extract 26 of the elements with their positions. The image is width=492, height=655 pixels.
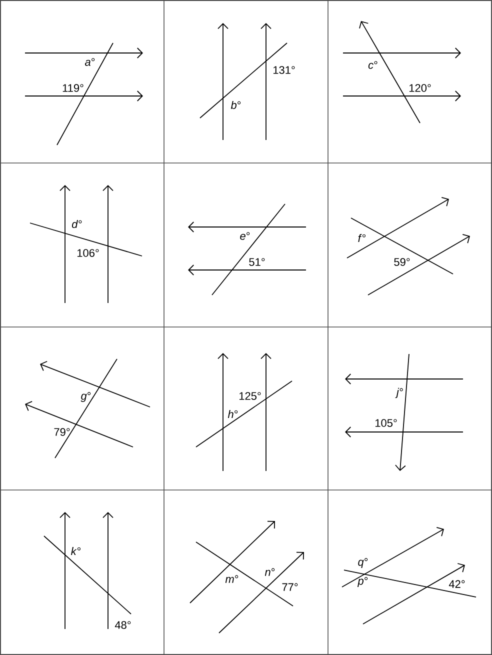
angle-label: n° <box>264 568 275 576</box>
angle-label: h° <box>228 410 238 418</box>
angle-label: 48° <box>114 621 131 629</box>
angle-label: 42° <box>448 580 465 588</box>
angle-label: 77° <box>282 583 298 591</box>
angle-label: m° <box>225 575 238 583</box>
angle-label: g° <box>80 392 91 402</box>
angle-label: a° <box>85 58 95 66</box>
angle-label: 120° <box>409 84 431 92</box>
angle-label: 119° <box>62 84 84 92</box>
angle-label: 79° <box>54 428 70 436</box>
angle-label: 106° <box>77 249 99 257</box>
angle-label: f° <box>358 234 366 242</box>
angle-label: p° <box>357 577 368 587</box>
angle-label: k° <box>71 547 81 555</box>
angle-label: 131° <box>273 66 295 74</box>
angle-label: 51° <box>249 258 265 266</box>
angle-label: 105° <box>375 419 397 427</box>
angle-label: b° <box>230 100 241 110</box>
angle-label: d° <box>72 220 82 228</box>
angle-label: q° <box>358 558 368 568</box>
angle-label: 125° <box>239 392 261 400</box>
angle-label: j° <box>395 388 403 398</box>
angle-label: 59° <box>394 258 410 266</box>
angle-label: c° <box>368 61 378 69</box>
angle-label: e° <box>240 232 250 240</box>
